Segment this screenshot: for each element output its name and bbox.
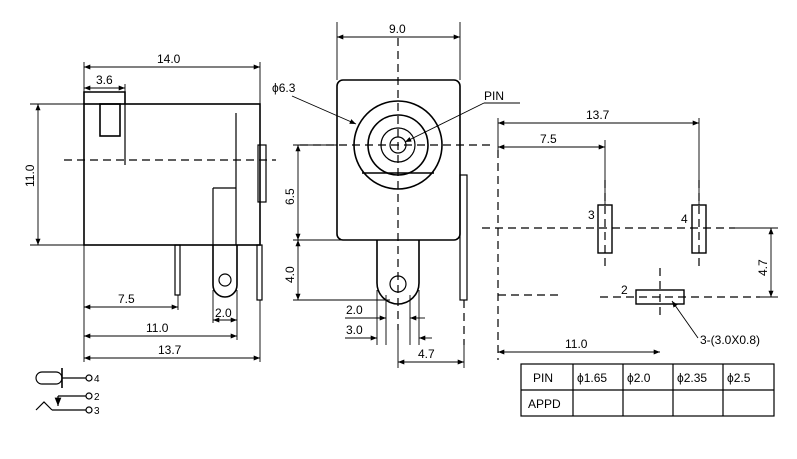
dim-side-flange-length: 3.6	[96, 73, 113, 87]
terminal-label-2: 2	[94, 392, 100, 403]
terminal-label-3: 3	[94, 406, 100, 417]
side-flange	[83, 91, 126, 104]
dim-front-tab-3-0: 3.0	[346, 323, 363, 337]
front-view: 9.0 ϕ6.3 PIN 6.5 4.0 2.0 3.0 4.7	[272, 22, 520, 368]
schematic-symbol: 4 2 3	[35, 368, 100, 417]
dim-front-width: 9.0	[389, 22, 406, 36]
dim-front-bottom-height: 4.0	[283, 266, 297, 283]
side-pin-tab	[212, 245, 238, 298]
dim-side-total-length: 14.0	[157, 52, 181, 66]
side-body-outline	[83, 103, 261, 246]
front-side-pin	[459, 174, 468, 301]
pin-table: PIN APPD ϕ1.65 ϕ2.0 ϕ2.35 ϕ2.5	[520, 363, 775, 417]
side-pin-left	[174, 244, 181, 296]
dim-side-7-5: 7.5	[118, 292, 135, 306]
pcb-layout: 3 4 2 13.7 7.5 4.7 11.0 3-(3.0X0.8)	[482, 108, 778, 360]
dim-side-height: 11.0	[23, 164, 37, 187]
pad-size-note: 3-(3.0X0.8)	[700, 333, 760, 347]
pad-label-4: 4	[681, 212, 688, 226]
dim-front-side-pin: 4.7	[418, 347, 435, 361]
table-row-label-appd: APPD	[528, 397, 561, 411]
dim-pcb-13-7: 13.7	[586, 108, 610, 122]
side-view: 14.0 3.6 11.0 7.5 2.0 11.0 13.7	[23, 52, 276, 362]
terminal-label-4: 4	[94, 374, 100, 385]
dim-front-center-height: 6.5	[283, 188, 297, 205]
pad-label-3: 3	[588, 208, 595, 222]
table-pin-size: ϕ1.65	[577, 371, 607, 385]
dim-hole-diameter: ϕ6.3	[272, 81, 296, 95]
dim-front-tab-2-0: 2.0	[346, 303, 363, 317]
side-flange-slot	[99, 103, 121, 137]
dim-side-11-0: 11.0	[146, 321, 169, 335]
dim-side-13-7: 13.7	[158, 343, 182, 357]
table-pin-size: ϕ2.5	[727, 371, 751, 385]
dim-pcb-7-5: 7.5	[540, 132, 557, 146]
table-row-label-pin: PIN	[533, 371, 553, 385]
side-pin-rail	[257, 144, 267, 203]
label-pin: PIN	[484, 89, 504, 103]
dim-side-pin-width: 2.0	[215, 306, 232, 320]
dim-pcb-4-7: 4.7	[756, 259, 770, 276]
side-pin-right	[256, 244, 263, 301]
pad-label-2: 2	[621, 283, 628, 297]
jack-plug-symbol	[35, 371, 63, 385]
dim-pcb-11-0: 11.0	[565, 337, 588, 351]
table-pin-size: ϕ2.0	[627, 371, 651, 385]
table-pin-size: ϕ2.35	[677, 371, 707, 385]
